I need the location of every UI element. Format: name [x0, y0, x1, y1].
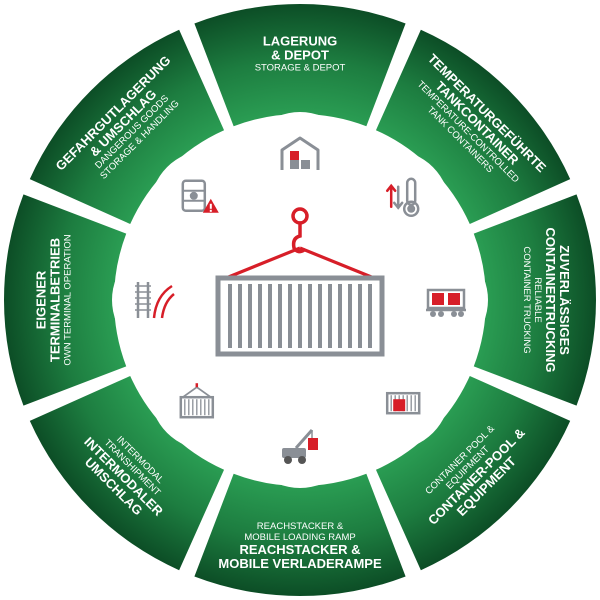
label-trucking: ZUVERLÄSSIGESCONTAINERTRUCKINGRELIABLECO…: [521, 228, 572, 373]
label-trucking-title-1: CONTAINERTRUCKING: [543, 228, 558, 373]
flower-petal-intermodal: [150, 333, 267, 450]
label-terminal-title-0: EIGENER: [34, 270, 49, 329]
label-trucking-subtitle-0: RELIABLE: [532, 277, 543, 322]
segment-gefahrgut: [29, 29, 225, 225]
label-reachstacker-subtitle-0: REACHSTACKER &: [257, 521, 344, 532]
segment-pool: [375, 375, 571, 571]
label-reachstacker-title-0: REACHSTACKER &: [239, 542, 360, 557]
label-terminal-subtitle-0: OWN TERMINAL OPERATION: [63, 234, 74, 365]
segment-terminal: [3, 194, 127, 406]
truck-container-icon: [426, 288, 466, 317]
hanging-container-icon: [179, 383, 215, 419]
container-pool-icon: [385, 391, 421, 415]
flower-petal-reachstacker: [242, 372, 358, 488]
label-reachstacker-title-1: MOBILE VERLADERAMPE: [218, 556, 382, 571]
label-trucking-subtitle-1: CONTAINER TRUCKING: [521, 246, 532, 353]
segment-temperatur: [375, 29, 571, 225]
label-terminal-title-1: TERMINALBETRIEB: [48, 238, 63, 362]
label-trucking-title-0: ZUVERLÄSSIGES: [557, 245, 572, 355]
flower-petal-terminal: [112, 242, 228, 358]
flower-petal-lagerung: [242, 112, 358, 228]
flower-petal-pool: [333, 333, 450, 450]
reachstacker-icon: [282, 429, 318, 464]
thermometer-icon: [385, 177, 420, 218]
label-lagerung-title-0: LAGERUNG: [263, 34, 337, 49]
label-reachstacker-subtitle-1: MOBILE LOADING RAMP: [244, 532, 355, 543]
segment-reachstacker: [194, 473, 406, 596]
segment-intermodal: [29, 375, 225, 571]
warehouse-icon: [280, 136, 320, 170]
flower-petal-temperatur: [333, 150, 450, 267]
rail-tracks-icon: [135, 282, 175, 319]
flower-petal-trucking: [372, 242, 488, 358]
container-with-crane-hook-icon: [215, 207, 385, 357]
segment-lagerung: [194, 4, 406, 127]
label-lagerung-subtitle-0: STORAGE & DEPOT: [255, 63, 346, 74]
label-lagerung-title-1: & DEPOT: [271, 48, 329, 63]
label-reachstacker: REACHSTACKER &MOBILE LOADING RAMPREACHST…: [218, 521, 382, 571]
hazard-barrel-icon: [181, 179, 219, 213]
segment-trucking: [473, 194, 596, 406]
